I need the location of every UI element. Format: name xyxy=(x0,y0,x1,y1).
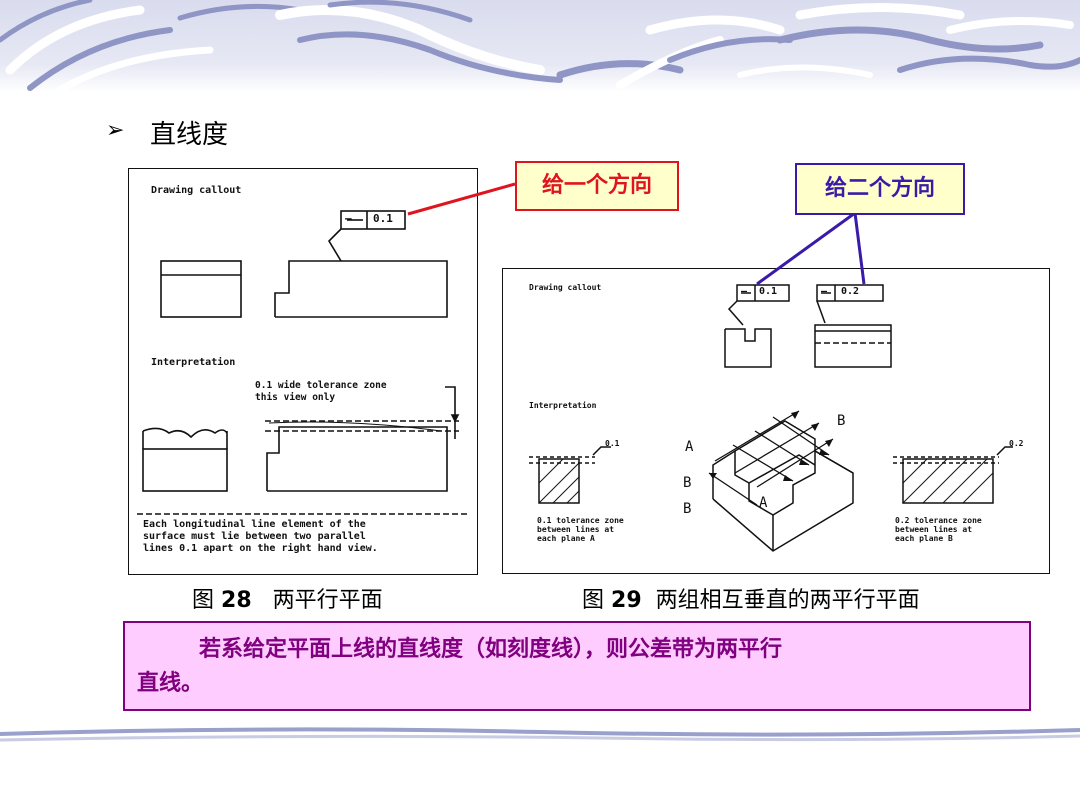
fig28-bottom-note-2: surface must lie between two parallel xyxy=(143,531,366,542)
callout-one-direction: 给一个方向 xyxy=(515,161,679,211)
figure-29-drawing: Drawing callout — 0.1 — 0.2 Interpretati… xyxy=(502,268,1050,574)
fig29-caption-number: 29 xyxy=(611,588,642,613)
fig29-callout-title: Drawing callout xyxy=(529,283,602,292)
bullet-arrow-icon: ➢ xyxy=(106,118,125,143)
fig28-caption-number: 28 xyxy=(221,588,252,613)
slide-heading: 直线度 xyxy=(150,120,229,150)
header-decoration xyxy=(0,0,1080,92)
fig28-flatness-symbol: — xyxy=(345,212,352,225)
fig29-note-b-2: between lines at xyxy=(895,525,973,534)
footer-decoration xyxy=(0,727,1080,742)
fig28-bottom-note-1: Each longitudinal line element of the xyxy=(143,519,366,530)
wave-pattern xyxy=(0,0,1080,92)
fig28-callout-title: Drawing callout xyxy=(151,185,242,196)
fig29-label-a-top: A xyxy=(685,439,694,455)
callout-two-directions: 给二个方向 xyxy=(795,163,965,215)
fig28-interpretation-title: Interpretation xyxy=(151,357,236,368)
fig28-bottom-note-3: lines 0.1 apart on the right hand view. xyxy=(143,543,378,554)
note-line-1: 若系给定平面上线的直线度（如刻度线），则公差带为两平行 xyxy=(199,637,783,662)
fig29-tolerance-b: 0.2 xyxy=(841,286,860,297)
figure-28-lines xyxy=(137,210,469,515)
fig29-dim-b: 0.2 xyxy=(1009,439,1024,448)
fig29-note-a-2: between lines at xyxy=(537,525,615,534)
fig29-interpretation-title: Interpretation xyxy=(529,401,597,410)
fig29-caption-text: 两组相互垂直的两平行平面 xyxy=(655,588,920,613)
figure-28-caption: 图 28 两平行平面 xyxy=(192,582,383,614)
fig29-note-b-3: each plane B xyxy=(895,534,953,543)
fig29-label-b-lower: B xyxy=(683,501,692,517)
fig28-tolerance-value: 0.1 xyxy=(373,212,393,225)
fig28-caption-text: 两平行平面 xyxy=(272,588,383,613)
fig28-caption-prefix: 图 xyxy=(192,588,215,613)
note-line-2: 直线。 xyxy=(137,671,204,696)
fig29-note-a-3: each plane A xyxy=(537,534,595,543)
fig29-symbol-a: — xyxy=(741,286,748,297)
figure-29-caption: 图 29 两组相互垂直的两平行平面 xyxy=(582,582,920,614)
fig29-dim-a: 0.1 xyxy=(605,439,620,448)
explanation-note: 若系给定平面上线的直线度（如刻度线），则公差带为两平行 直线。 xyxy=(123,621,1031,711)
fig29-caption-prefix: 图 xyxy=(582,588,605,613)
fig29-label-a-block: A xyxy=(759,495,768,511)
fig29-label-b-left: B xyxy=(683,475,692,491)
fig29-note-a-1: 0.1 tolerance zone xyxy=(537,516,624,525)
fig28-zone-note-2: this view only xyxy=(255,392,336,403)
figure-28-drawing: Drawing callout — 0.1 Interpretation 0.1… xyxy=(128,168,478,575)
fig29-tolerance-a: 0.1 xyxy=(759,286,778,297)
fig29-symbol-b: — xyxy=(821,286,828,297)
fig29-note-b-1: 0.2 tolerance zone xyxy=(895,516,982,525)
fig29-label-b-top: B xyxy=(837,413,846,429)
fig28-zone-note-1: 0.1 wide tolerance zone xyxy=(255,380,387,391)
